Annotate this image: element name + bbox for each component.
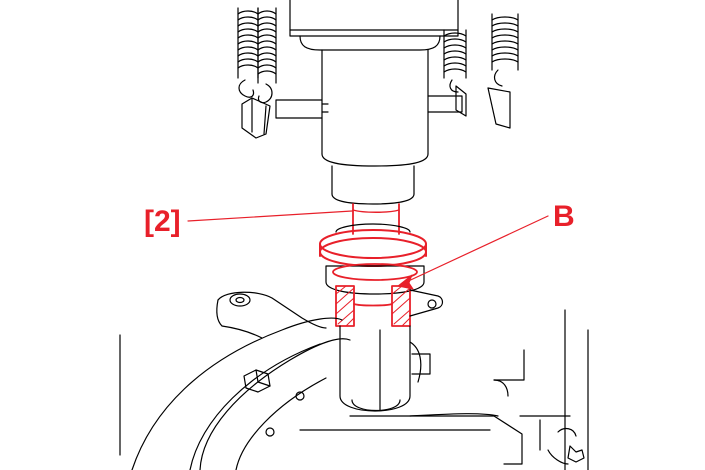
callout-section-b: B bbox=[553, 200, 575, 233]
leader-line-part-2 bbox=[187, 210, 353, 222]
leader-lines bbox=[187, 210, 549, 290]
leader-line-section-b bbox=[401, 215, 549, 285]
spring-left-inner bbox=[257, 7, 277, 84]
bushing bbox=[325, 263, 444, 327]
press-ram bbox=[275, 0, 463, 205]
driver-collar bbox=[319, 223, 427, 267]
housing bbox=[119, 291, 589, 470]
spring-right-inner bbox=[443, 29, 467, 79]
arrowhead-section-b bbox=[397, 274, 414, 290]
right-springs bbox=[443, 13, 519, 129]
callout-part-2: [2] bbox=[144, 205, 181, 238]
left-springs bbox=[237, 7, 277, 139]
spring-right-outer bbox=[491, 13, 519, 71]
push-rod bbox=[352, 203, 400, 235]
spring-left-outer bbox=[237, 7, 259, 79]
